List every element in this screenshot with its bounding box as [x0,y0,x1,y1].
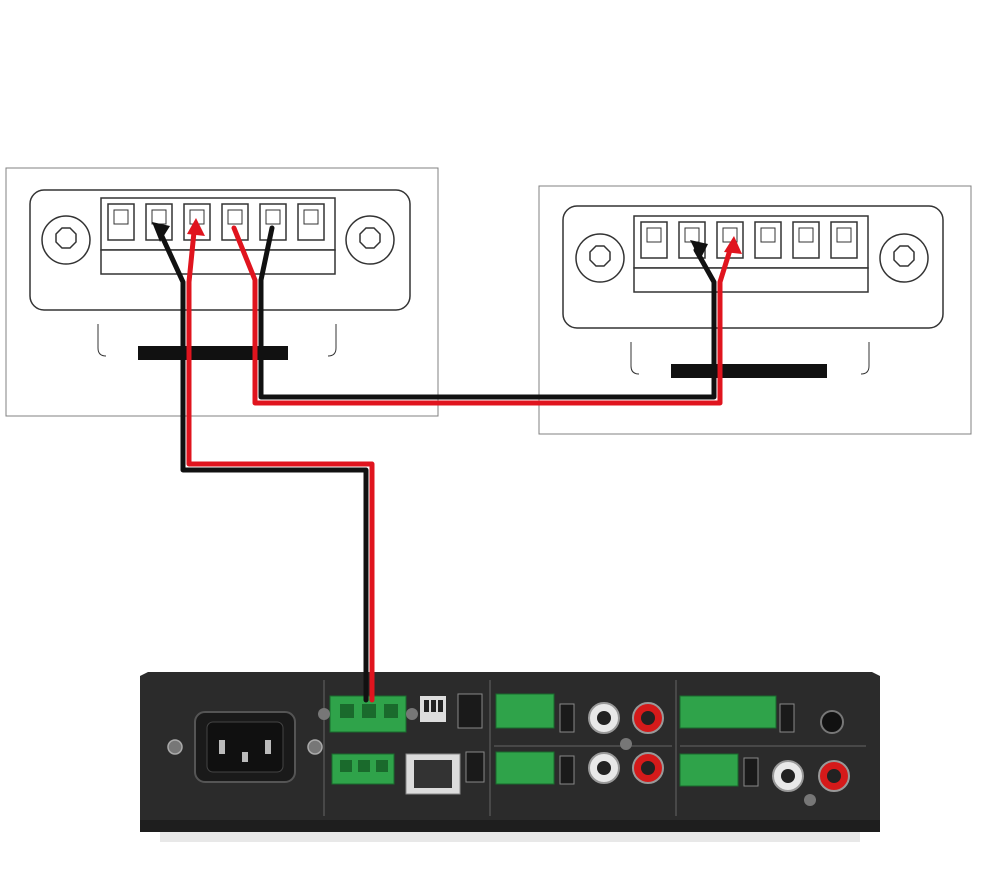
right-red-arrowhead [724,236,742,254]
input-d-connectors [495,738,664,785]
right-screw-icon-2 [879,233,929,283]
config-switches [420,693,483,729]
power-inlet [167,711,323,783]
right-terminal-legend [630,342,870,378]
left-speaker-panel [5,167,439,417]
remote-port [405,753,461,795]
left-screw-icon [41,215,91,265]
output-terminal [318,695,418,733]
left-red-arrowhead [187,218,205,236]
input-b-connectors [495,693,664,734]
left-black-arrowhead [152,222,170,242]
left-terminal-block [100,197,336,275]
right-screw-icon [345,215,395,265]
black-wire-left-to-right [258,225,717,400]
right-terminal-block [633,215,869,293]
right-black-arrowhead [690,240,708,260]
amplifier-unit [140,672,880,842]
right-speaker-panel [538,185,972,435]
black-wire-amp-to-left [157,229,369,703]
mic-switch [465,751,485,783]
wiring [152,218,742,703]
input-a-connectors [679,695,844,734]
red-wire-amp-to-left [186,229,375,703]
left-screw-icon-2 [575,233,625,283]
aux-out-terminal [331,753,395,785]
red-wire-left-to-right [231,225,733,406]
input-c-connectors [679,753,850,806]
left-terminal-legend [97,324,337,360]
